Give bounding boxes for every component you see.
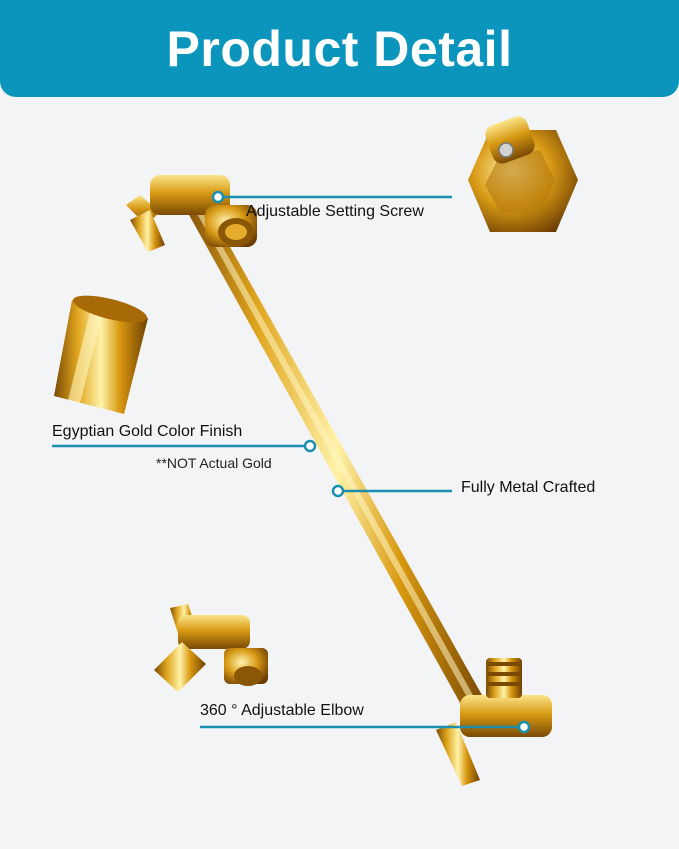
page-title: Product Detail: [166, 20, 513, 77]
shower-arm: [178, 190, 496, 728]
elbow-closeup: [154, 604, 268, 692]
top-swivel-joint: [126, 175, 257, 252]
hex-nut-closeup: [468, 116, 578, 232]
header-banner: Product Detail: [0, 0, 679, 97]
callout-finish-note: **NOT Actual Gold: [156, 455, 272, 471]
callout-metal: Fully Metal Crafted: [461, 479, 596, 496]
callout-lines: [52, 195, 524, 729]
finish-sample-closeup: [54, 295, 148, 414]
callout-dots: [211, 190, 531, 734]
callout-elbow: 360 ° Adjustable Elbow: [200, 702, 364, 719]
callout-finish: Egyptian Gold Color Finish: [52, 423, 243, 440]
callout-setting-screw: Adjustable Setting Screw: [246, 203, 424, 220]
